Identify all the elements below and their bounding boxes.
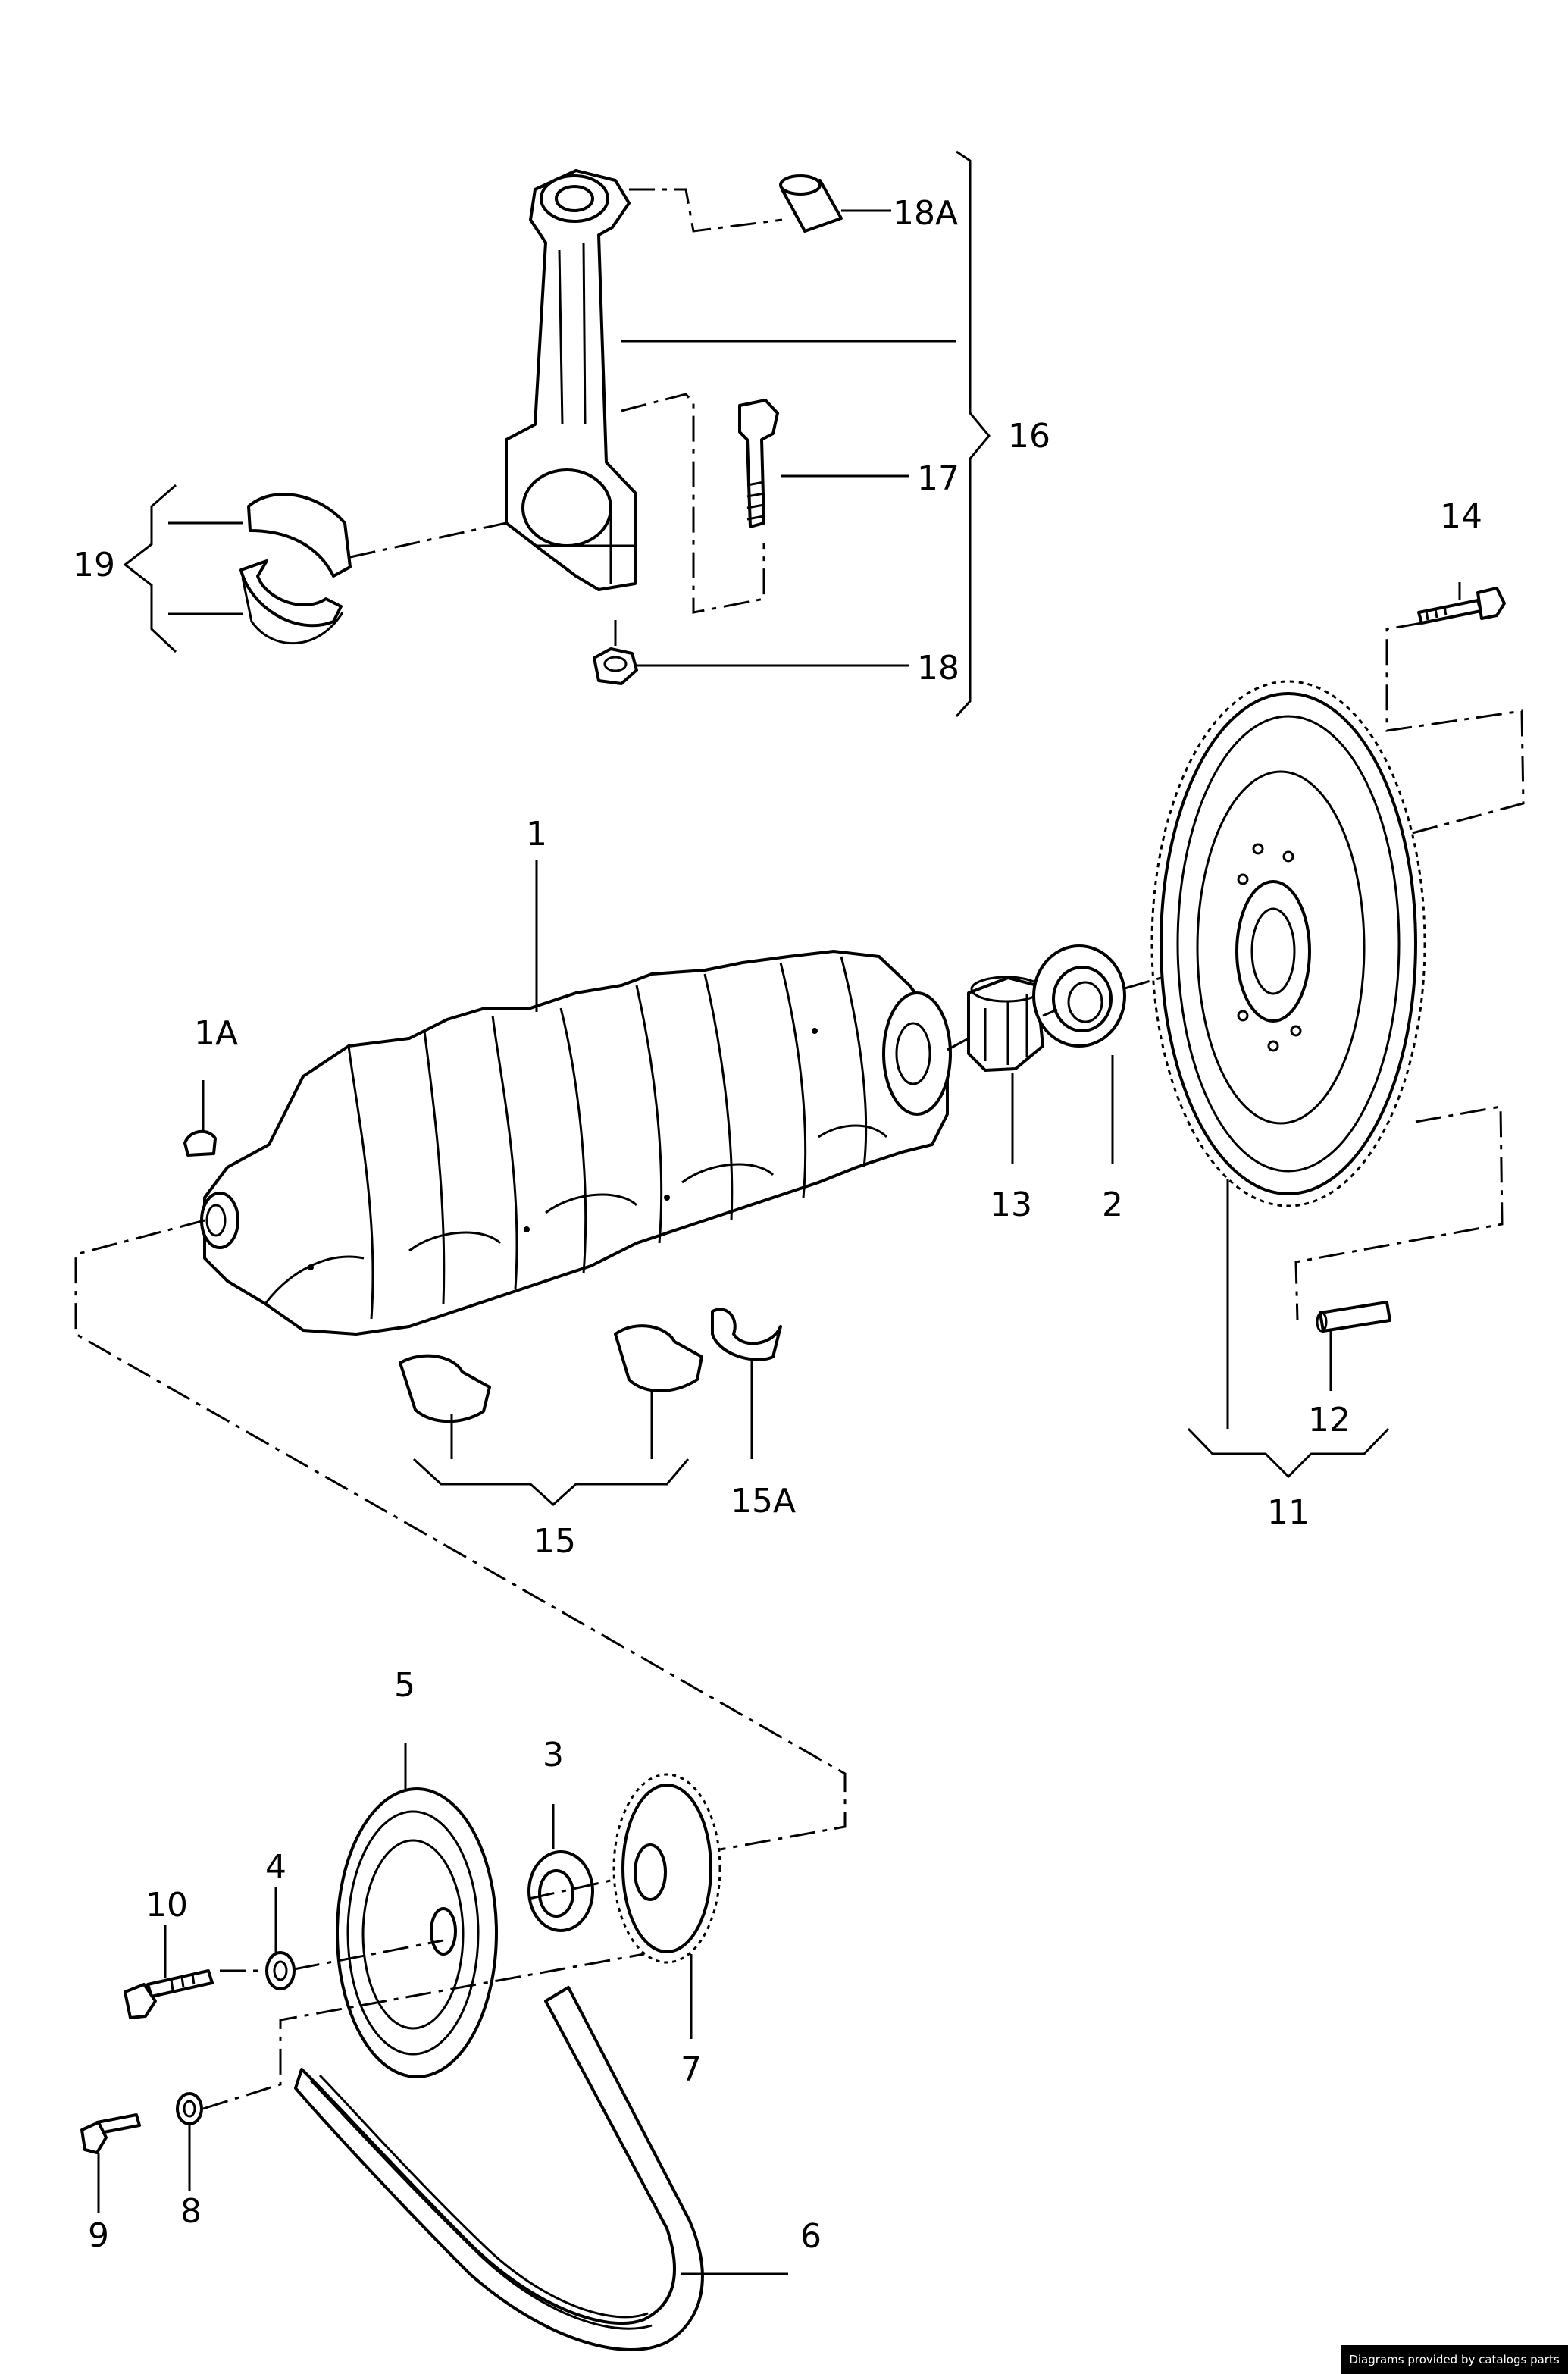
bracket-11 [1187, 1427, 1390, 1479]
rod-nut [593, 647, 638, 685]
woodruff-key [183, 1130, 217, 1157]
callout-15: 15 [534, 1522, 576, 1561]
bracket-16 [955, 150, 991, 718]
rear-oil-seal [1032, 944, 1126, 1048]
small-washer [176, 2092, 203, 2125]
leader-lines [97, 209, 1461, 2275]
rod-bolt [738, 399, 779, 528]
main-bearing-shells [399, 1308, 782, 1423]
callout-18: 18 [917, 649, 959, 687]
callout-19: 19 [73, 546, 115, 584]
callout-3: 3 [543, 1736, 564, 1774]
connecting-rod [505, 169, 637, 591]
callout-4: 4 [265, 1848, 286, 1887]
callout-6: 6 [800, 2217, 822, 2256]
callout-7: 7 [681, 2050, 702, 2089]
rod-bearing-shells [239, 493, 352, 644]
crankshaft [200, 950, 952, 1336]
callout-1A: 1A [194, 1014, 238, 1053]
bracket-19 [123, 484, 177, 653]
pulley-washer [265, 1951, 296, 1990]
bracket-15 [412, 1458, 690, 1507]
callout-13: 13 [990, 1185, 1032, 1224]
crankshaft-sprocket [612, 1773, 721, 1964]
callout-5: 5 [394, 1666, 415, 1705]
flywheel [1150, 680, 1426, 1207]
dowel-pin [1316, 1301, 1391, 1333]
callout-11: 11 [1267, 1493, 1310, 1532]
callout-labels: 1 1A 2 3 4 5 6 7 8 9 10 11 12 13 14 15 1… [73, 194, 1482, 2256]
v-belt-pulley [336, 1787, 498, 2078]
callout-15A: 15A [731, 1482, 796, 1521]
poly-v-belt [294, 1986, 704, 2351]
assembly-lines [74, 188, 1525, 2110]
callout-2: 2 [1102, 1185, 1123, 1224]
crankshaft-front-seal [527, 1850, 594, 1932]
callout-10: 10 [146, 1886, 188, 1925]
callout-17: 17 [917, 459, 959, 498]
small-bolt [80, 2113, 141, 2154]
callout-9: 9 [88, 2216, 109, 2255]
flywheel-bolt [1417, 587, 1506, 625]
callout-14: 14 [1440, 497, 1482, 536]
credit-footer: Diagrams provided by catalogs parts [1341, 2345, 1568, 2374]
small-end-bushing [779, 174, 843, 233]
callout-1: 1 [526, 815, 547, 853]
callout-18A: 18A [893, 194, 958, 233]
pilot-bearing [967, 976, 1044, 1072]
callout-12: 12 [1308, 1401, 1350, 1439]
callout-16: 16 [1008, 417, 1050, 456]
pulley-bolt [124, 1969, 214, 2019]
callout-8: 8 [180, 2192, 202, 2231]
